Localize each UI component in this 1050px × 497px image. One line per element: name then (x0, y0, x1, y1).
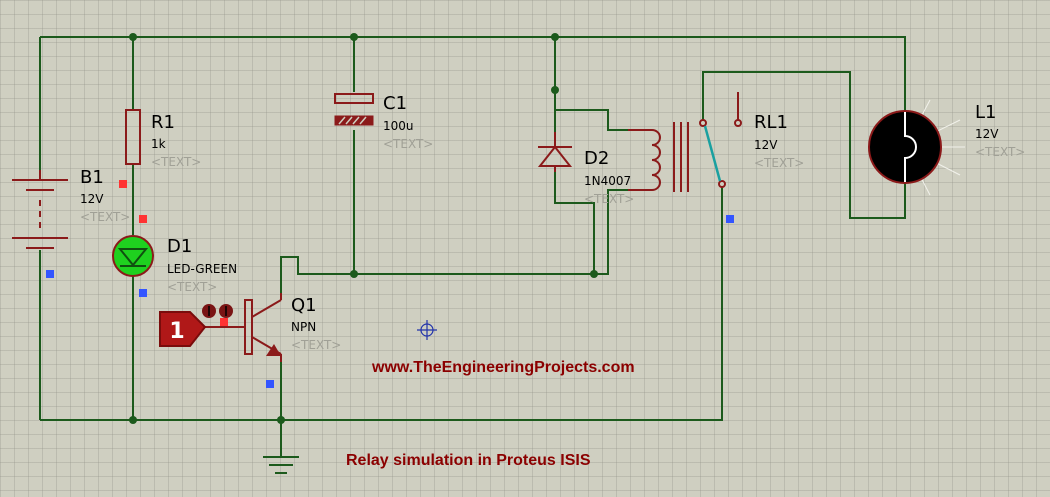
b1-value-label: 12V (80, 192, 104, 206)
d1-ref-label: D1 (167, 236, 192, 257)
d1-text-label: <TEXT> (167, 280, 217, 294)
l1-text-label: <TEXT> (975, 145, 1025, 159)
l1-ref-label: L1 (975, 102, 996, 123)
transistor-q1[interactable] (205, 293, 282, 362)
q1-text-label: <TEXT> (291, 338, 341, 352)
caption-label: Relay simulation in Proteus ISIS (346, 452, 591, 469)
d1-value-label: LED-GREEN (167, 262, 237, 276)
led-d1[interactable] (112, 235, 154, 277)
c1-text-label: <TEXT> (383, 137, 433, 151)
battery-b1[interactable] (12, 170, 68, 249)
capacitor-c1[interactable] (334, 93, 374, 126)
c1-value-label: 100u (383, 119, 414, 133)
logic-probes (46, 180, 734, 388)
probe-icon (202, 304, 233, 318)
r1-text-label: <TEXT> (151, 155, 201, 169)
q1-ref-label: Q1 (291, 295, 317, 316)
b1-ref-label: B1 (80, 167, 104, 188)
q1-value-label: NPN (291, 320, 316, 334)
resistor-r1[interactable] (125, 109, 141, 165)
origin-marker-icon (417, 320, 437, 340)
logic-state-input[interactable]: 1 (159, 311, 207, 347)
r1-ref-label: R1 (151, 112, 175, 133)
d2-text-label: <TEXT> (584, 192, 634, 206)
c1-ref-label: C1 (383, 93, 407, 114)
r1-value-label: 1k (151, 137, 166, 151)
relay-rl1[interactable] (628, 92, 742, 192)
d2-value-label: 1N4007 (584, 174, 631, 188)
rl1-text-label: <TEXT> (754, 156, 804, 170)
lamp-l1[interactable] (868, 99, 965, 196)
l1-value-label: 12V (975, 127, 999, 141)
website-label: www.TheEngineeringProjects.com (371, 359, 635, 376)
ground-icon (263, 456, 299, 474)
junctions (129, 33, 598, 424)
diode-d2[interactable] (537, 132, 573, 172)
rl1-ref-label: RL1 (754, 112, 788, 133)
rl1-value-label: 12V (754, 138, 778, 152)
wires (39, 36, 906, 457)
d2-ref-label: D2 (584, 148, 609, 169)
b1-text-label: <TEXT> (80, 210, 130, 224)
logic-state-value: 1 (169, 319, 184, 344)
